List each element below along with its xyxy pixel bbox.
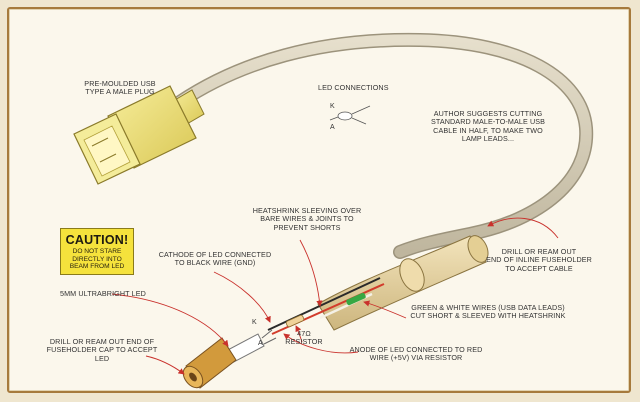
- label-drill-cap: DRILL OR REAM OUT END OF FUSEHOLDER CAP …: [46, 337, 158, 363]
- inline-fuseholder: [317, 235, 489, 331]
- label-heatshrink: HEATSHRINK SLEEVING OVER BARE WIRES & JO…: [252, 206, 362, 232]
- label-usb-plug: PRE-MOULDED USB TYPE A MALE PLUG: [84, 79, 156, 97]
- label-cathode: CATHODE OF LED CONNECTED TO BLACK WIRE (…: [158, 250, 272, 268]
- label-drill-cable: DRILL OR REAM OUT END OF INLINE FUSEHOLD…: [486, 247, 592, 273]
- arrow-cathode: [213, 271, 271, 323]
- label-resistor: 47Ω RESISTOR: [285, 329, 323, 347]
- caution-text: DO NOT STARE DIRECTLY INTO BEAM FROM LED: [69, 248, 125, 271]
- label-led-pin-a: A: [330, 124, 335, 131]
- leader-lines: [111, 217, 559, 375]
- diagram-frame: [7, 7, 631, 393]
- label-led-a: A: [258, 340, 263, 347]
- arrow-anode: [283, 333, 359, 354]
- label-anode: ANODE OF LED CONNECTED TO RED WIRE (+5V)…: [349, 345, 483, 363]
- label-led-5mm: 5mm ULTRABRIGHT LED: [60, 289, 146, 298]
- usb-plug-tongue: [83, 125, 131, 177]
- heatshrink-green-wire: [346, 292, 366, 306]
- arrow-heatshrink: [299, 239, 323, 307]
- fuseholder-cap: [182, 337, 237, 389]
- caution-box: CAUTION! DO NOT STARE DIRECTLY INTO BEAM…: [60, 228, 134, 275]
- label-led-connections: LED CONNECTIONS: [318, 83, 389, 92]
- led-connections-inset: [329, 105, 371, 125]
- usb-plug: [73, 85, 205, 185]
- arrow-drill-cap: [145, 355, 185, 375]
- label-author-suggestion: AUTHOR SUGGESTS CUTTING STANDARD MALE-TO…: [430, 109, 546, 144]
- arrow-resistor: [295, 325, 303, 343]
- label-led-k: K: [252, 319, 257, 326]
- usb-cable: [174, 34, 592, 258]
- label-led-pin-k: K: [330, 103, 335, 110]
- caution-title: CAUTION!: [65, 233, 129, 247]
- label-green-white-wires: GREEN & WHITE WIRES (USB DATA LEADS) CUT…: [410, 303, 566, 321]
- arrow-drill-cable: [487, 217, 559, 239]
- internal-wires: [267, 277, 385, 335]
- arrow-led-5mm: [111, 293, 229, 347]
- arrow-green-white: [363, 300, 407, 319]
- resistor-47ohm: [285, 314, 305, 328]
